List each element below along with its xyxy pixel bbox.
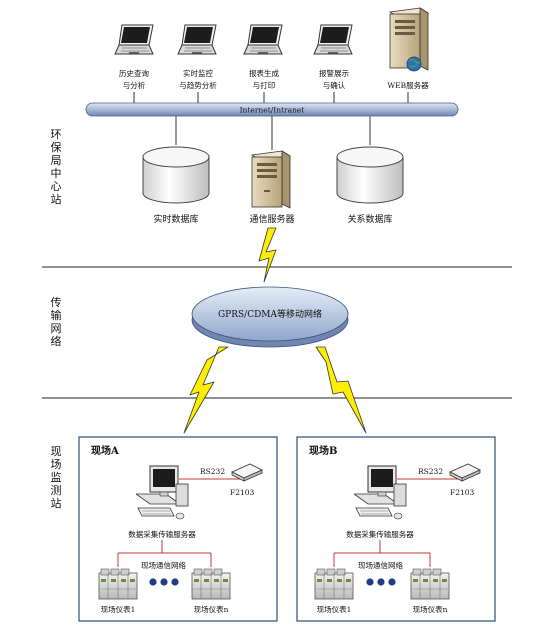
database-icon: [336, 146, 404, 204]
zone-label-center-text: 环保局中心站: [51, 128, 62, 206]
site-a-field-net: 现场通信网络: [141, 560, 186, 570]
site-b-device: F2103: [450, 488, 475, 497]
internet-bus: Internet/Intranet: [85, 102, 459, 117]
site-b-field-links: [333, 540, 431, 567]
site-a-title: 现场A: [91, 444, 119, 457]
laptop-report: 报表生成 与打印: [243, 24, 283, 90]
site-a-device: F2103: [230, 488, 255, 497]
zone-label-transport: 传输网络: [51, 296, 62, 348]
network-cloud-icon: [191, 286, 349, 348]
relational-db-label: 关系数据库: [347, 213, 392, 225]
rack-icon: [191, 568, 231, 600]
laptop-realtime-label-1: 实时监控: [183, 68, 213, 78]
site-a-field-links: [117, 540, 212, 567]
laptop-icon: [114, 24, 154, 55]
laptop-alarm-label-1: 报警展示: [319, 68, 349, 78]
laptop-report-label-2: 与打印: [253, 80, 276, 90]
laptop-icon: [177, 24, 217, 55]
zone-label-field-text: 现场监测站: [51, 445, 62, 510]
laptop-realtime-label-2: 与趋势分析: [179, 80, 217, 90]
lightning-bolts: [183, 227, 367, 434]
laptop-history-label-1: 历史查询: [119, 68, 149, 78]
zone-label-transport-text: 传输网络: [51, 296, 62, 348]
realtime-db: 实时数据库: [142, 146, 210, 225]
lightning-cloud-to-site-a: [183, 346, 229, 434]
site-b-meter-first: 现场仪表1: [317, 604, 352, 614]
laptop-history-label-2: 与分析: [123, 80, 146, 90]
web-server-icon: [388, 7, 430, 72]
site-b: 现场B RS232 F2103 数据采集传输服务器 现场通信网络 现场仪表1 现…: [296, 436, 496, 622]
ellipsis-dots: [366, 578, 396, 586]
server-icon: [250, 150, 292, 209]
laptop-icon: [243, 24, 283, 55]
zone-label-field: 现场监测站: [51, 445, 62, 510]
web-server: WEB服务器: [387, 7, 430, 90]
laptop-alarm: 报警展示 与确认: [313, 24, 353, 90]
laptop-report-label-1: 报表生成: [249, 68, 279, 78]
laptop-realtime: 实时监控 与趋势分析: [177, 24, 217, 90]
laptop-history: 历史查询 与分析: [114, 24, 154, 90]
site-b-server: 数据采集传输服务器: [346, 529, 414, 539]
site-b-meter-last: 现场仪表n: [413, 604, 448, 614]
bus-drops: [133, 92, 409, 150]
rack-icon: [410, 568, 450, 600]
web-server-label: WEB服务器: [387, 80, 429, 90]
mobile-network-label: GPRS/CDMA等移动网络: [218, 308, 322, 320]
database-icon: [142, 146, 210, 204]
site-a-server: 数据采集传输服务器: [128, 529, 196, 539]
lightning-cloud-to-site-b: [315, 346, 367, 434]
relational-db: 关系数据库: [336, 146, 404, 225]
realtime-db-label: 实时数据库: [153, 213, 198, 225]
site-a: 现场A RS232 F2103 数据采集传输服务器 现场通信网络 现场仪表1 现…: [78, 436, 278, 622]
lightning-comm-to-cloud: [258, 227, 277, 283]
site-a-meter-first: 现场仪表1: [101, 604, 136, 614]
bus-label: Internet/Intranet: [240, 106, 305, 115]
ellipsis-dots: [149, 578, 179, 586]
laptop-icon: [313, 24, 353, 55]
mobile-network: GPRS/CDMA等移动网络: [191, 286, 349, 348]
site-a-meter-last: 现场仪表n: [194, 604, 229, 614]
rack-icon: [314, 568, 354, 600]
site-b-field-net: 现场通信网络: [358, 560, 403, 570]
comm-server: 通信服务器: [249, 150, 295, 225]
laptop-alarm-label-2: 与确认: [323, 80, 346, 90]
comm-server-label: 通信服务器: [249, 213, 294, 225]
zone-label-center: 环保局中心站: [51, 128, 62, 206]
site-b-rs232: RS232: [418, 467, 443, 476]
site-a-rs232: RS232: [200, 467, 225, 476]
rack-icon: [98, 568, 138, 600]
site-b-title: 现场B: [309, 444, 337, 457]
